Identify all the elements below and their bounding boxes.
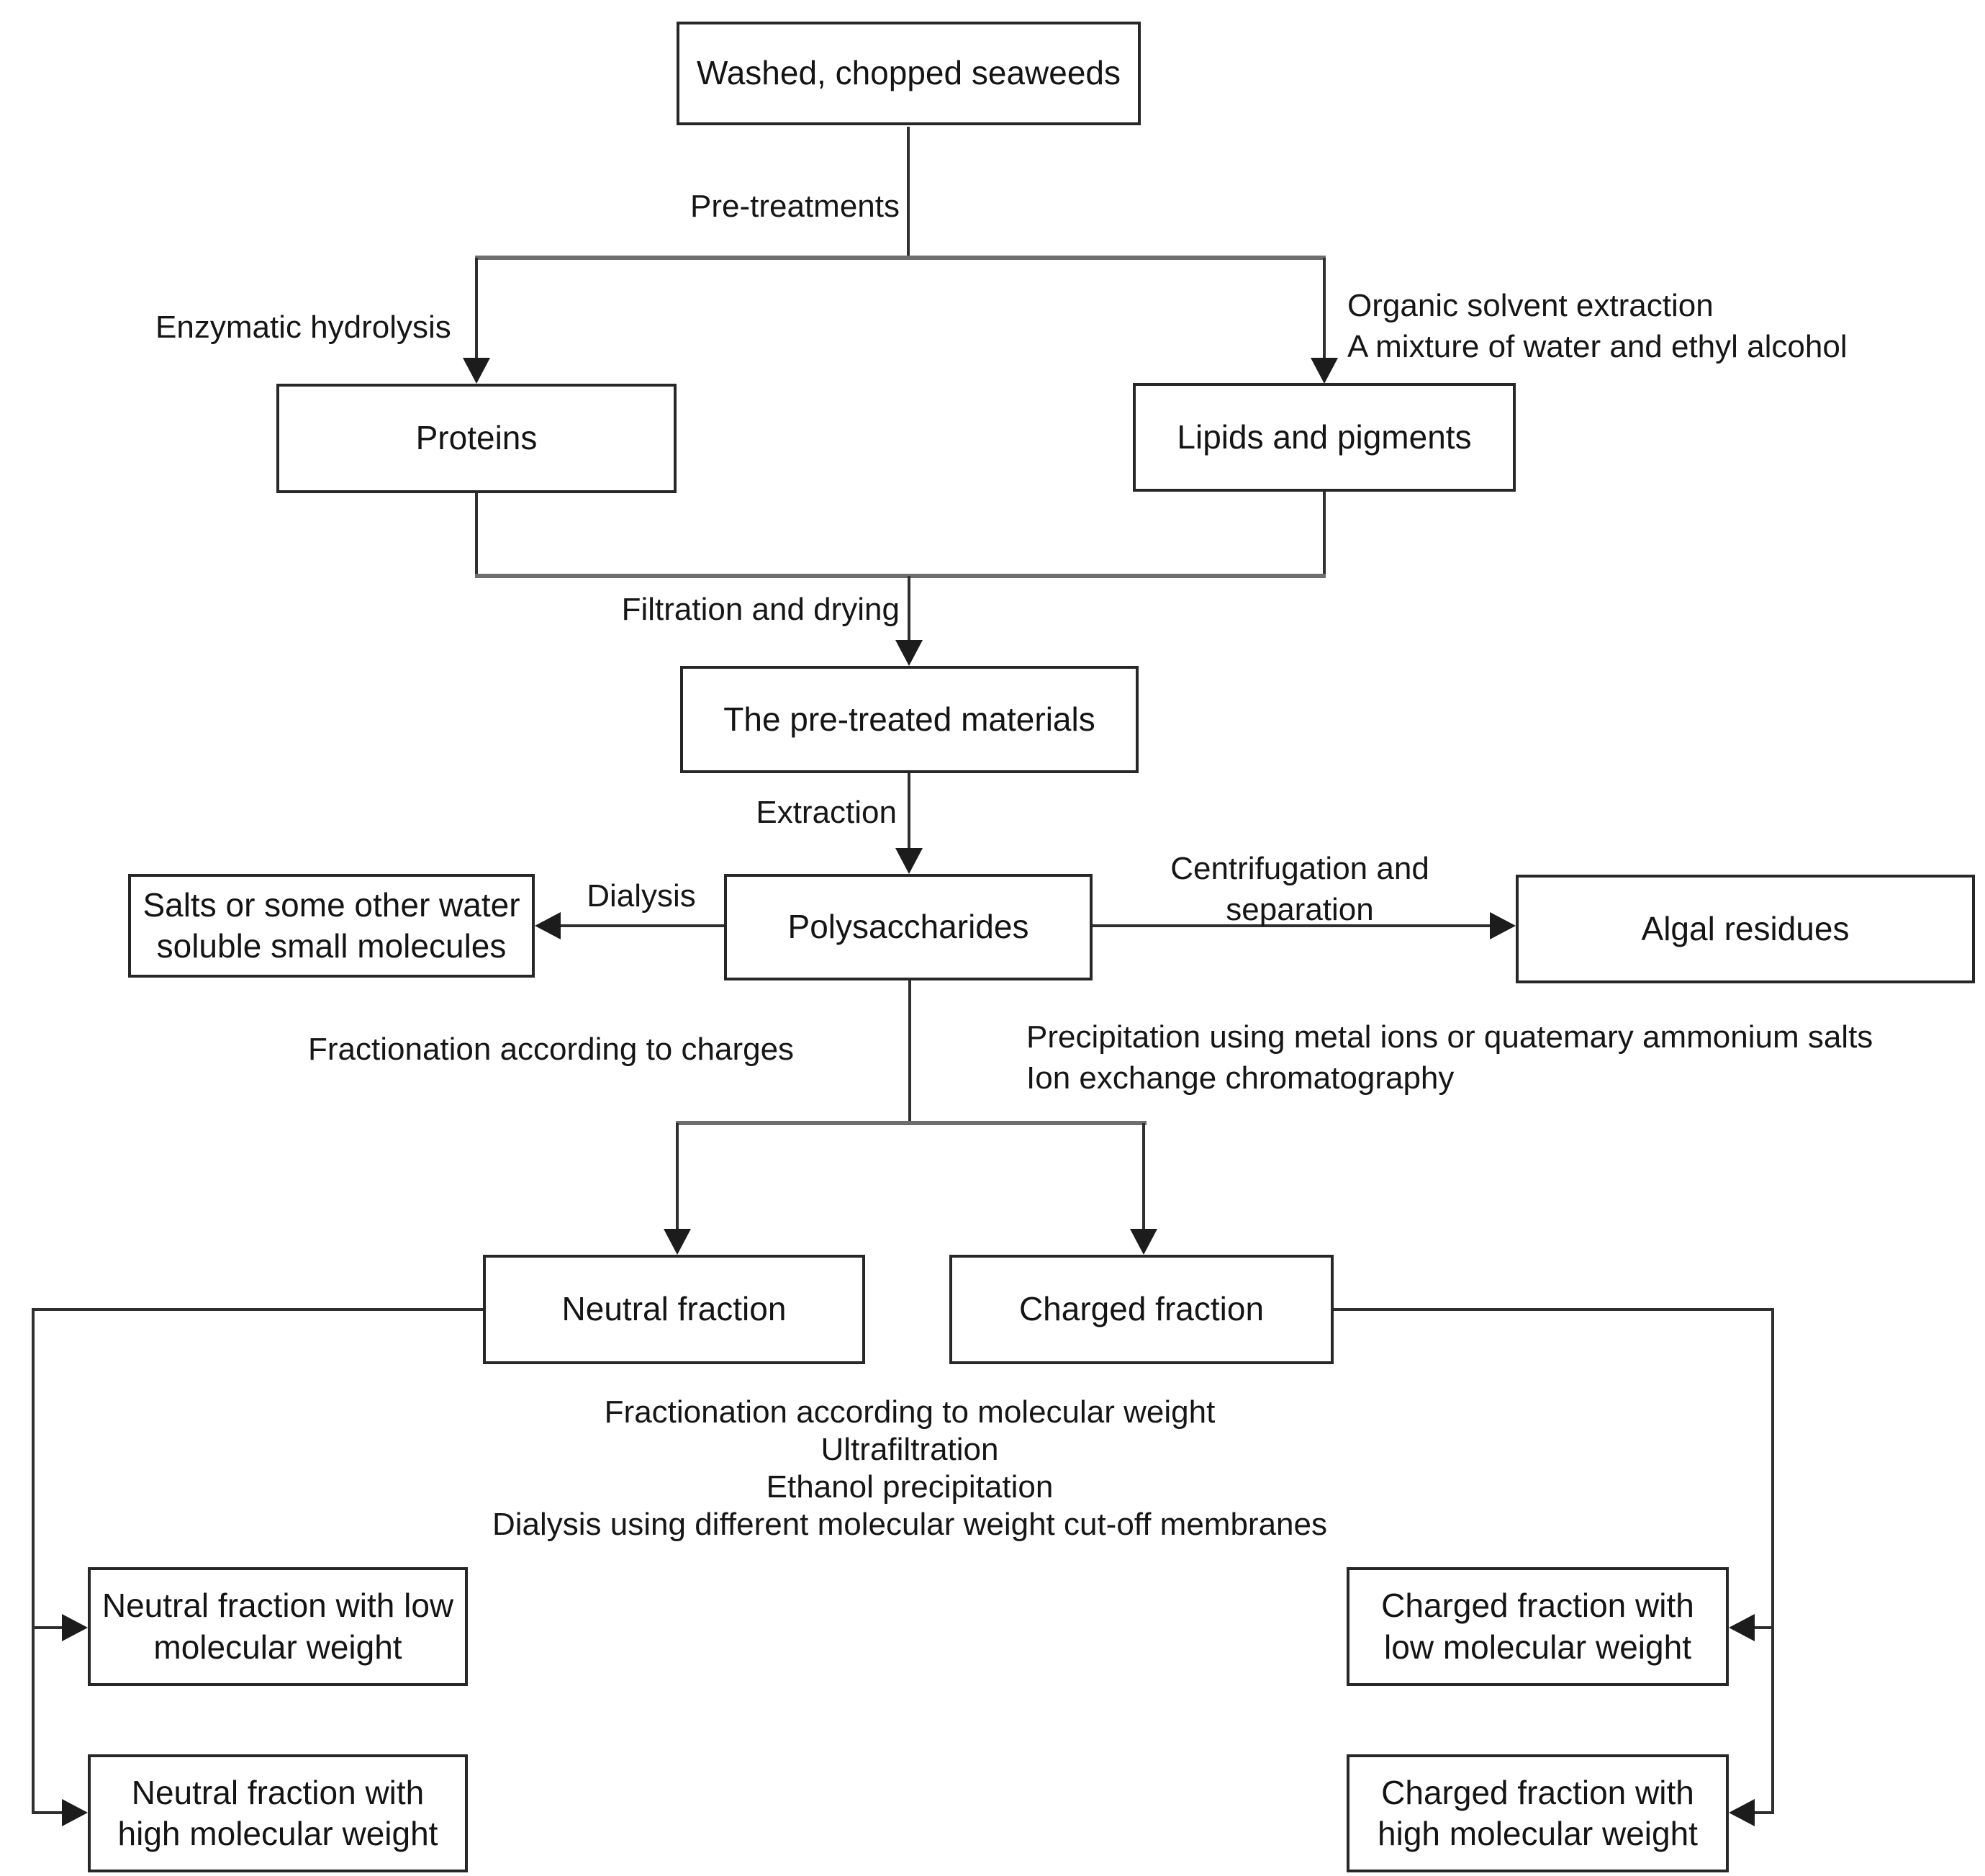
node-polysaccharides-label: Polysaccharides [787, 908, 1029, 946]
node-charged-low-mw-label: Charged fraction with low molecular weig… [1381, 1587, 1694, 1666]
node-pretreated-materials-label: The pre-treated materials [723, 700, 1095, 738]
arrowhead-into-charged [1130, 1229, 1157, 1255]
node-charged-low-mw: Charged fraction with low molecular weig… [1347, 1567, 1729, 1686]
connector-neutral-high-arm [32, 1811, 63, 1814]
label-centrifugation-separation: Centrifugation and separation [1149, 848, 1451, 930]
arrowhead-into-pretreated [895, 640, 923, 666]
arrowhead-into-charged-high [1729, 1799, 1755, 1826]
connector-left-vertical [32, 1308, 35, 1814]
label-fractionation-mw: Fractionation according to molecular wei… [334, 1394, 1486, 1543]
connector-drop-lipids [1323, 258, 1326, 358]
connector-top-drop [907, 127, 910, 258]
label-fractionation-charges: Fractionation according to charges [308, 1032, 795, 1067]
connector-split-fractions [676, 1121, 1147, 1125]
connector-drop-proteins [475, 258, 478, 358]
arrowhead-into-neutral-low [62, 1614, 88, 1641]
arrowhead-into-neutral-high [62, 1799, 88, 1826]
node-neutral-low-mw: Neutral fraction with low molecular weig… [88, 1567, 468, 1686]
label-organic-solvent: Organic solvent extraction A mixture of … [1347, 285, 1848, 367]
node-lipids-pigments-label: Lipids and pigments [1177, 418, 1472, 456]
connector-lipids-down [1323, 492, 1326, 576]
connector-charged-high-arm [1753, 1811, 1774, 1814]
label-precipitation-ionexchange: Precipitation using metal ions or quatem… [1026, 1016, 1873, 1099]
label-dialysis: Dialysis [587, 878, 696, 914]
connector-neutral-left [33, 1308, 483, 1311]
arrowhead-into-polysaccharides [895, 848, 923, 874]
node-neutral-high-mw-label: Neutral fraction with high molecular wei… [117, 1773, 438, 1853]
node-algal-residues-label: Algal residues [1641, 909, 1850, 947]
node-neutral-fraction: Neutral fraction [483, 1255, 865, 1364]
label-organic-solvent-line2: A mixture of water and ethyl alcohol [1347, 329, 1848, 364]
label-organic-solvent-line1: Organic solvent extraction [1347, 288, 1714, 323]
label-enzymatic-hydrolysis: Enzymatic hydrolysis [155, 310, 451, 345]
connector-drop-neutral [676, 1123, 679, 1230]
node-neutral-fraction-label: Neutral fraction [561, 1290, 787, 1328]
arrowhead-into-salts [535, 912, 561, 939]
node-charged-fraction: Charged fraction [949, 1255, 1334, 1364]
connector-charged-low-arm [1753, 1626, 1774, 1629]
connector-drop-charged [1142, 1123, 1145, 1230]
node-salts-small-molecules: Salts or some other water soluble small … [128, 874, 535, 978]
connector-neutral-low-arm [32, 1626, 63, 1629]
arrowhead-into-charged-low [1729, 1614, 1755, 1641]
node-charged-high-mw: Charged fraction with high molecular wei… [1347, 1754, 1729, 1872]
arrowhead-into-algal [1490, 912, 1516, 939]
connector-split-pretreatments [475, 256, 1326, 260]
connector-merge-drop [908, 576, 910, 641]
connector-pretreated-to-poly [908, 773, 910, 849]
node-salts-small-molecules-label: Salts or some other water soluble small … [143, 885, 520, 965]
connector-right-vertical [1771, 1308, 1774, 1814]
label-extraction: Extraction [756, 795, 897, 830]
label-fractionation-mw-line2: Ultrafiltration [820, 1432, 999, 1467]
connector-poly-down [908, 980, 911, 1123]
connector-centrifugation [1093, 924, 1491, 927]
label-centrifugation-line1: Centrifugation and [1170, 851, 1429, 886]
node-washed-seaweeds-label: Washed, chopped seaweeds [696, 54, 1121, 92]
connector-charged-right [1334, 1308, 1774, 1311]
node-polysaccharides: Polysaccharides [724, 874, 1093, 980]
node-charged-high-mw-label: Charged fraction with high molecular wei… [1378, 1773, 1698, 1853]
node-neutral-high-mw: Neutral fraction with high molecular wei… [88, 1754, 468, 1872]
arrowhead-into-neutral [664, 1229, 691, 1255]
node-washed-seaweeds: Washed, chopped seaweeds [677, 22, 1141, 125]
connector-merge-filtration [475, 574, 1326, 578]
label-centrifugation-line2: separation [1226, 892, 1374, 927]
node-proteins-label: Proteins [415, 419, 538, 457]
node-pretreated-materials: The pre-treated materials [680, 666, 1139, 773]
label-filtration-drying: Filtration and drying [621, 592, 900, 627]
arrowhead-into-lipids [1311, 358, 1338, 384]
label-pretreatments: Pre-treatments [690, 189, 900, 224]
node-algal-residues: Algal residues [1516, 875, 1975, 983]
arrowhead-into-proteins [463, 358, 490, 384]
label-fractionation-mw-line4: Dialysis using different molecular weigh… [492, 1507, 1327, 1542]
label-fractionation-mw-line1: Fractionation according to molecular wei… [604, 1394, 1216, 1430]
node-charged-fraction-label: Charged fraction [1018, 1290, 1265, 1328]
label-fractionation-mw-line3: Ethanol precipitation [766, 1469, 1054, 1505]
connector-proteins-down [475, 493, 478, 576]
connector-dialysis [558, 924, 724, 927]
node-neutral-low-mw-label: Neutral fraction with low molecular weig… [101, 1587, 454, 1666]
label-precipitation-line1: Precipitation using metal ions or quatem… [1026, 1019, 1873, 1055]
label-precipitation-line2: Ion exchange chromatography [1026, 1060, 1455, 1096]
node-lipids-pigments: Lipids and pigments [1133, 383, 1516, 492]
node-proteins: Proteins [276, 384, 677, 493]
